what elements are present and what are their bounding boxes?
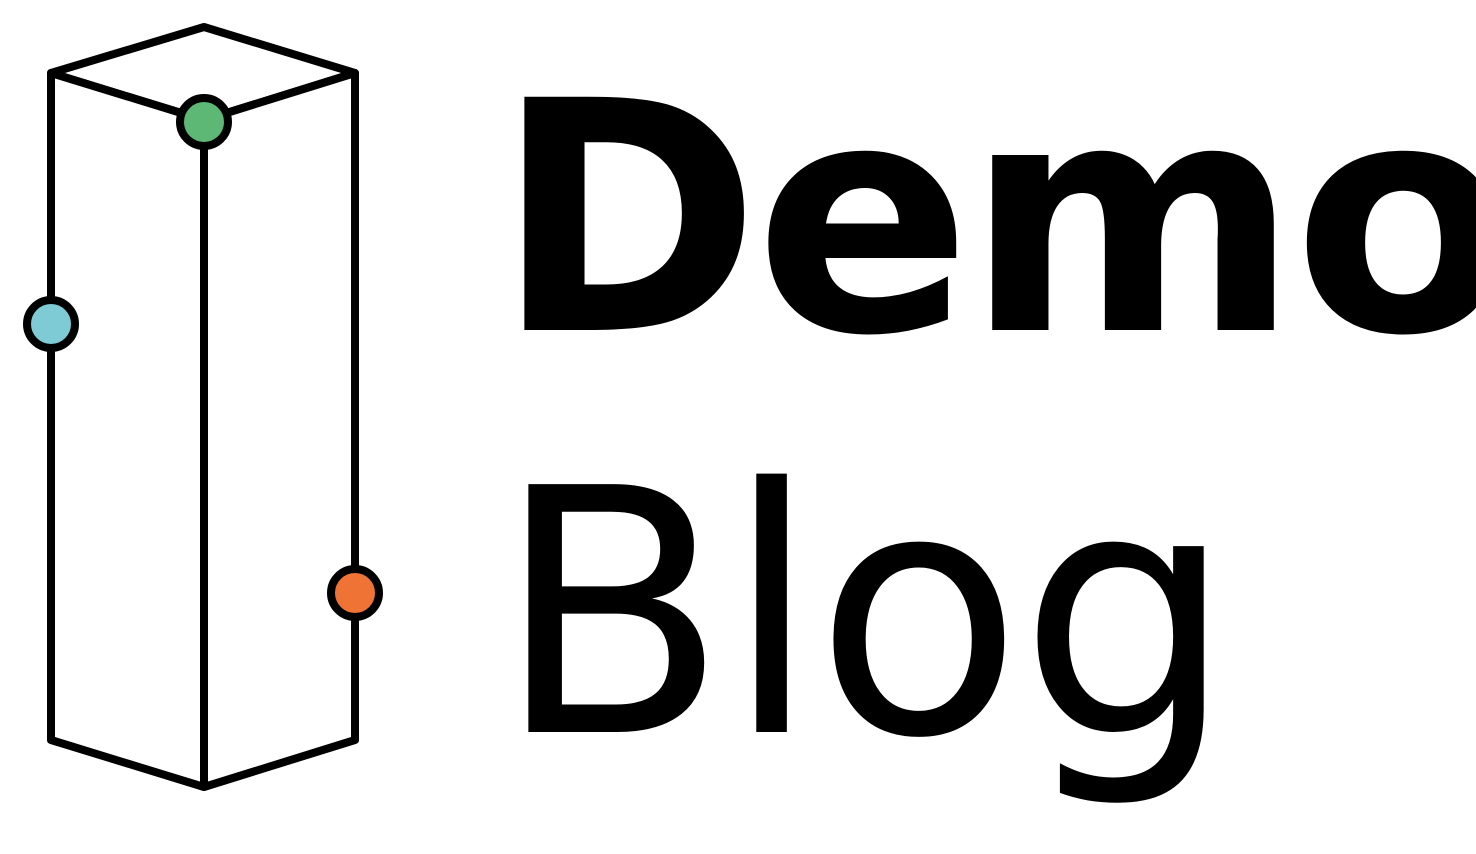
blog-wordmark: Demo Blog (495, 20, 1476, 850)
logo-mark (0, 0, 420, 850)
tower-left-face (47, 69, 208, 791)
tower-outline (47, 23, 359, 791)
blue-node-dot (23, 296, 79, 352)
wordmark-line-blog: Blog (495, 417, 1235, 813)
building-tower-icon (23, 23, 383, 791)
orange-node-dot (327, 565, 383, 621)
tower-right-face (200, 69, 359, 791)
wordmark-line-demo: Demo (495, 34, 1476, 406)
green-node-dot (176, 94, 232, 150)
connection-nodes (23, 94, 383, 621)
